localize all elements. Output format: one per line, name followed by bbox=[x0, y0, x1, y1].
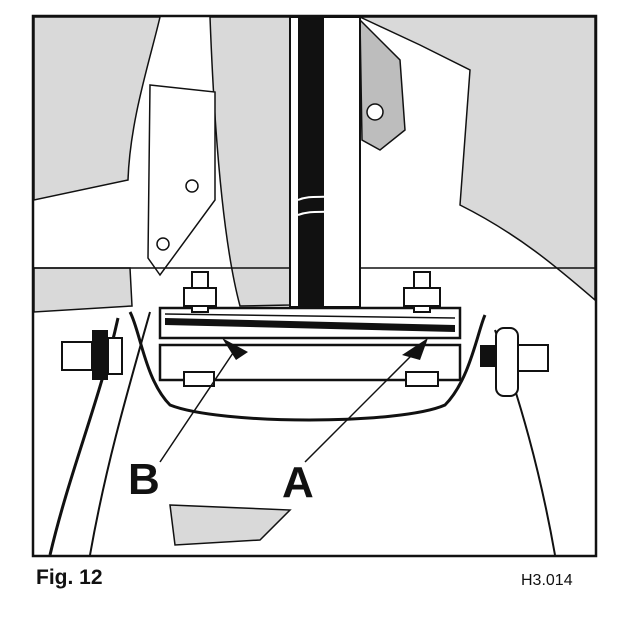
studs bbox=[183, 271, 441, 387]
strut bbox=[289, 16, 361, 308]
callout-b: B bbox=[128, 338, 248, 504]
pivot-bolts bbox=[61, 327, 549, 397]
callout-a: A bbox=[282, 338, 428, 507]
figure-code: H3.014 bbox=[521, 572, 573, 589]
body-panels bbox=[33, 16, 596, 313]
callout-b-label: B bbox=[128, 455, 160, 504]
callout-a-label: A bbox=[282, 458, 314, 507]
mounting-plate bbox=[158, 306, 462, 382]
figure-label: Fig. 12 bbox=[36, 566, 103, 589]
